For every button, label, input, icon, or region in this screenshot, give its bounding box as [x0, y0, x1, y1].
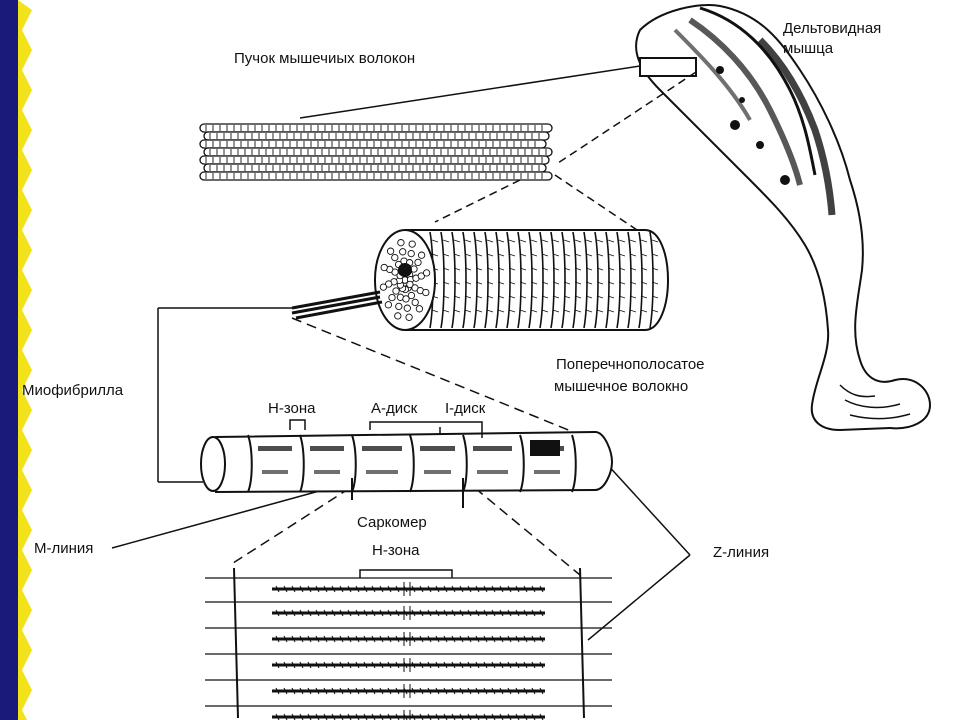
- label-m-line: М-линия: [34, 540, 94, 557]
- label-fiber-line-1: Поперечнополосатое: [556, 356, 705, 373]
- label-h-zone-top: Н-зона: [268, 400, 316, 417]
- sarcomere-filaments-icon: [205, 567, 612, 720]
- zigzag-border-icon: [18, 0, 32, 720]
- label-deltoid-line-1: Дельтовидная: [783, 20, 882, 37]
- label-z-line: Z-линия: [713, 544, 770, 561]
- label-fiber-line-2: мышечное волокно: [554, 378, 689, 395]
- muscle-bundle-icon: [199, 123, 553, 181]
- label-h-zone-bottom: Н-зона: [372, 542, 420, 559]
- arm-illustration-icon: [635, 4, 932, 432]
- label-a-disc: А-диск: [371, 400, 418, 417]
- slide-accent-bar: [0, 0, 18, 720]
- label-deltoid-line-2: мышца: [783, 40, 834, 57]
- label-bundle: Пучок мышечиых волокон: [234, 50, 416, 67]
- label-myofibril: Миофибрилла: [22, 382, 124, 399]
- connector-lines: [111, 65, 697, 641]
- myofibril-icon: [200, 419, 614, 508]
- label-sarcomere: Саркомер: [357, 514, 427, 531]
- muscle-fiber-icon: [291, 229, 670, 331]
- label-i-disc: I-диск: [445, 400, 486, 417]
